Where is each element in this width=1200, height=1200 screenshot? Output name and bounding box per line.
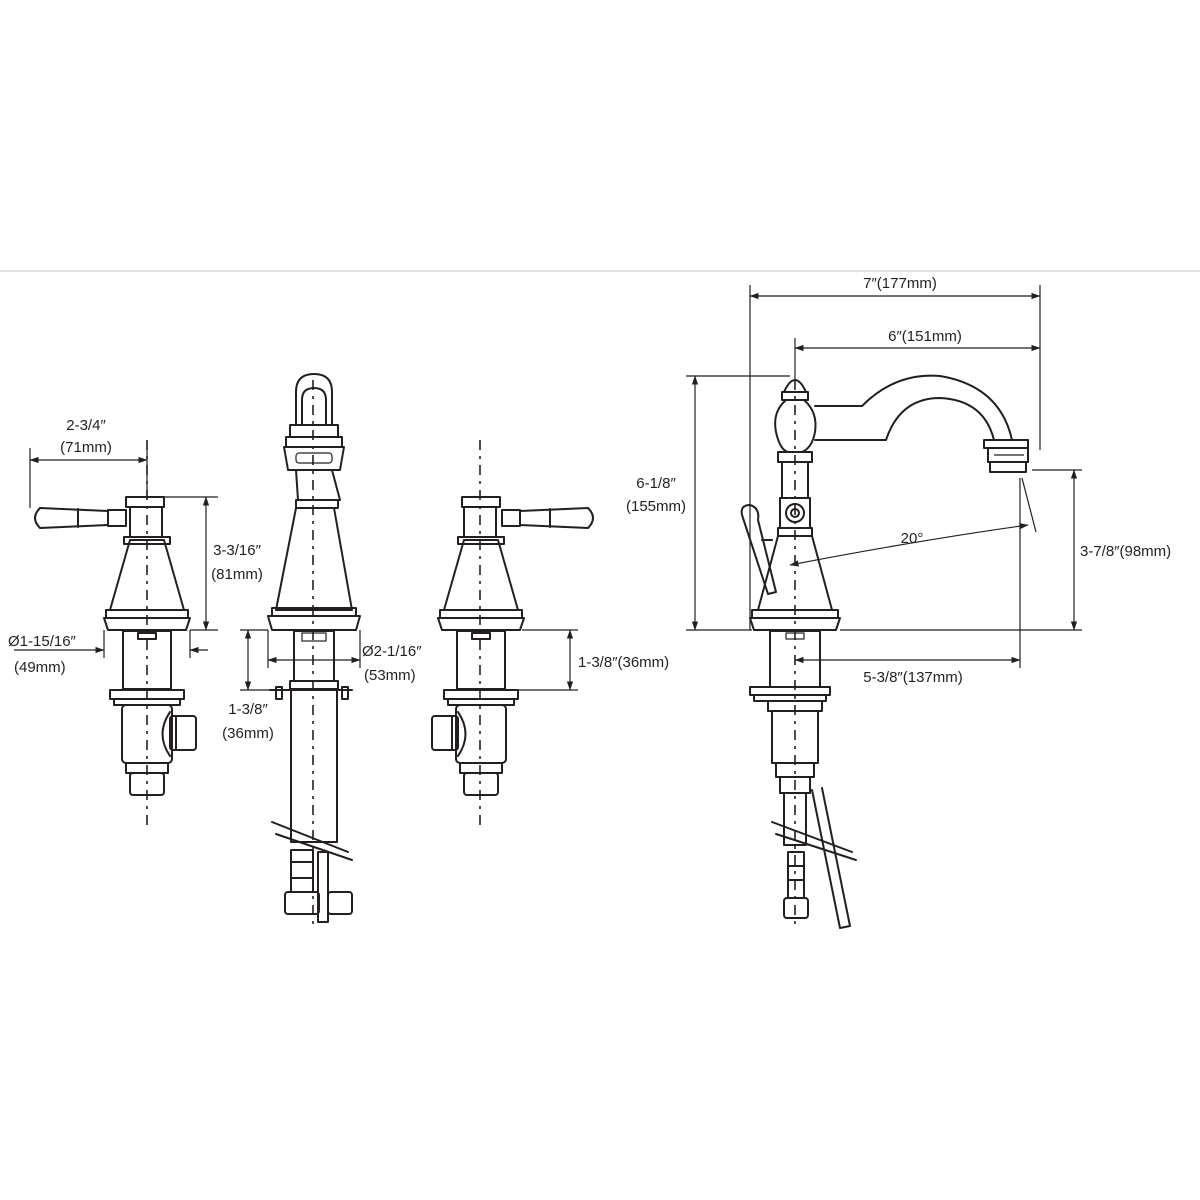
outlet-reach-label: 5-3/8″(137mm): [863, 669, 963, 686]
right-handle-valve: [431, 440, 594, 830]
handle-base-diameter-mm-label: (49mm): [14, 659, 66, 676]
handle-height-mm-label: (81mm): [211, 566, 263, 583]
handle-width-mm-label: (71mm): [60, 439, 112, 456]
right-handle-shank-label: 1-3/8″(36mm): [578, 654, 669, 671]
handle-height-inch-label: 3-3/16″: [213, 542, 262, 559]
spout-height-mm-label: (155mm): [626, 498, 686, 515]
spout-front-view: [267, 373, 361, 925]
left-handle-valve: [34, 440, 197, 830]
outlet-height-label: 3-7/8″(98mm): [1080, 543, 1171, 560]
spout-shank-inch-label: 1-3/8″: [228, 701, 268, 718]
handle-angle-label: 20°: [901, 530, 924, 547]
handle-base-diameter-inch-label: Ø1-15/16″: [8, 633, 77, 650]
handle-width-inch-label: 2-3/4″: [66, 417, 106, 434]
spout-height-inch-label: 6-1/8″: [636, 475, 676, 492]
dimension-lines: [14, 285, 1082, 691]
spout-base-diameter-inch-label: Ø2-1/16″: [362, 643, 422, 660]
spout-base-diameter-mm-label: (53mm): [364, 667, 416, 684]
overall-reach-label: 7″(177mm): [863, 275, 937, 292]
spout-reach-label: 6″(151mm): [888, 328, 962, 345]
spout-shank-mm-label: (36mm): [222, 725, 274, 742]
spout-side-view: [740, 374, 1029, 930]
